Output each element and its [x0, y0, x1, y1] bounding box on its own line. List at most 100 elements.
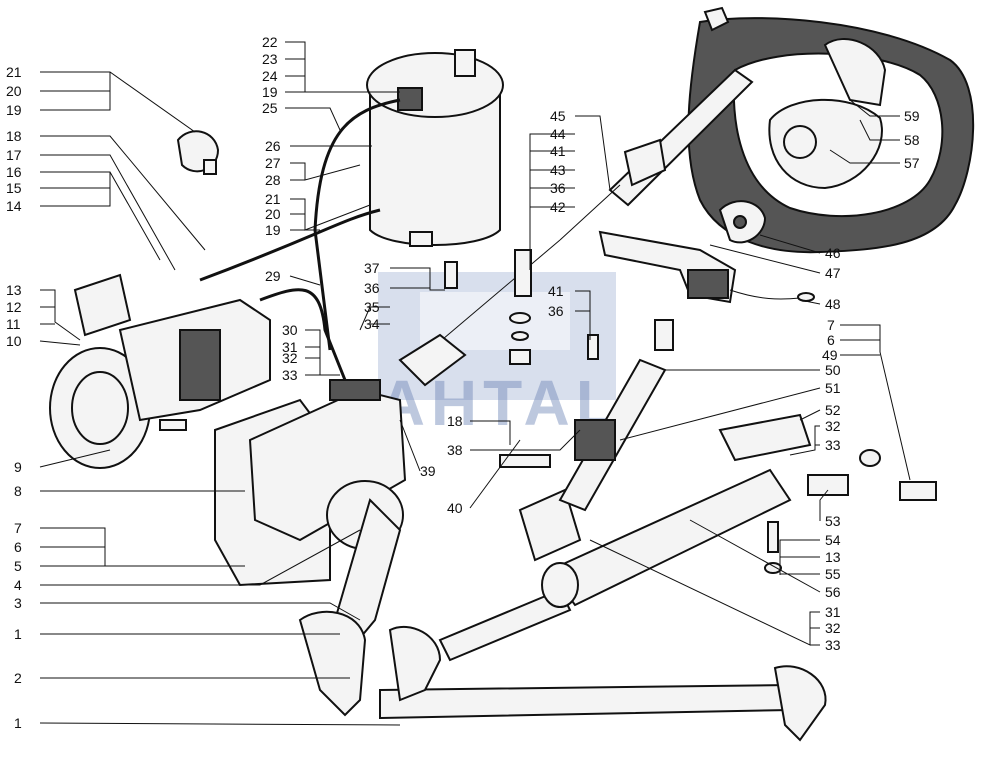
- callout-5: 5: [14, 558, 22, 574]
- nut-6: [859, 449, 881, 467]
- callout-16: 16: [6, 164, 22, 180]
- steering-wheel-hub: [768, 98, 883, 190]
- callout-27: 27: [265, 155, 281, 171]
- callout-36-top: 36: [550, 180, 566, 196]
- steering-wheel-center: [783, 125, 817, 159]
- shaft-spline: [654, 319, 674, 351]
- callout-10: 10: [6, 333, 22, 349]
- callout-55: 55: [825, 566, 841, 582]
- hose-return: [313, 98, 401, 351]
- steering-shaft-lower-line: [429, 239, 561, 351]
- power-cylinder: [518, 413, 812, 608]
- bolt-49: [899, 481, 937, 501]
- hose-pressure: [259, 288, 347, 381]
- tie-rod-right-end: [773, 665, 827, 742]
- callout-26: 26: [265, 138, 281, 154]
- callout-28: 28: [265, 172, 281, 188]
- callout-39: 39: [420, 463, 436, 479]
- callout-8: 8: [14, 483, 22, 499]
- callout-22: 22: [262, 34, 278, 50]
- callout-52: 52: [825, 402, 841, 418]
- callout-32-right: 32: [825, 418, 841, 434]
- steering-wheel-tab: [703, 6, 730, 32]
- callout-19-mid: 19: [265, 222, 281, 238]
- callout-24: 24: [262, 68, 278, 84]
- callout-35: 35: [364, 299, 380, 315]
- bolt-stack-center: [444, 249, 599, 468]
- callout-20: 20: [6, 83, 22, 99]
- reservoir-tank: [366, 49, 504, 247]
- hoses: [199, 98, 401, 381]
- callout-20-mid: 20: [265, 206, 281, 222]
- steering-wheel: [687, 6, 975, 254]
- callout-13: 13: [6, 282, 22, 298]
- callout-1-lower: 1: [14, 715, 22, 731]
- callout-11: 11: [6, 316, 21, 332]
- nut-42: [509, 349, 531, 365]
- callout-40: 40: [447, 500, 463, 516]
- callout-59: 59: [904, 108, 920, 124]
- power-steering-pump: [49, 273, 271, 469]
- callout-34: 34: [364, 316, 380, 332]
- callout-21: 21: [6, 64, 22, 80]
- callout-46: 46: [825, 245, 841, 261]
- callout-56: 56: [825, 584, 841, 600]
- hose-supply: [199, 208, 381, 282]
- callout-50: 50: [825, 362, 841, 378]
- callout-49: 49: [822, 347, 838, 363]
- pump-pulley-inner: [71, 371, 129, 445]
- tie-rod-tube: [379, 683, 791, 720]
- callout-12: 12: [6, 299, 22, 315]
- horn-switch: [598, 200, 815, 304]
- reservoir-fitting: [397, 87, 423, 111]
- steering-gear: [214, 379, 407, 652]
- universal-joint: [518, 488, 582, 562]
- pump-bolt: [159, 419, 187, 431]
- washer-43: [509, 312, 531, 324]
- callout-13-right: 13: [825, 549, 841, 565]
- callout-21-mid: 21: [265, 191, 281, 207]
- callout-4: 4: [14, 577, 22, 593]
- callout-6: 6: [14, 539, 22, 555]
- callout-57: 57: [904, 155, 920, 171]
- callout-51: 51: [825, 380, 841, 396]
- callout-14: 14: [6, 198, 22, 214]
- pump-housing-dark: [179, 329, 221, 401]
- steering-shaft-line: [559, 184, 621, 241]
- washer-36: [511, 331, 529, 341]
- callout-19-top: 19: [262, 84, 278, 100]
- callout-36-mid: 36: [548, 303, 564, 319]
- hose-clamp-bolt: [203, 159, 217, 175]
- callout-18: 18: [6, 128, 22, 144]
- bracket-40: [499, 454, 551, 468]
- callout-6-right: 6: [827, 332, 835, 348]
- callout-43: 43: [550, 162, 566, 178]
- steering-wheel-spoke: [823, 38, 887, 107]
- bolt-37: [444, 261, 458, 289]
- bolt-54: [767, 521, 779, 553]
- callout-30: 30: [282, 322, 298, 338]
- steering-column-clamp: [623, 138, 667, 187]
- hose-clamp: [176, 130, 220, 175]
- cylinder-clevis: [718, 413, 812, 462]
- drag-link-end: [388, 625, 442, 702]
- callout-45: 45: [550, 108, 566, 124]
- upper-u-joint: [398, 333, 467, 387]
- callout-labels: 21 20 19 18 17 16 15 14 13 12 11 10 9 8 …: [6, 34, 920, 731]
- callout-9: 9: [14, 459, 22, 475]
- shaft-coupling: [574, 419, 616, 461]
- reservoir-body: [369, 94, 501, 246]
- reservoir-cap: [454, 49, 476, 77]
- reservoir-lid: [366, 52, 504, 118]
- callout-31-right: 31: [825, 604, 841, 620]
- cylinder-end: [541, 562, 579, 608]
- callout-48: 48: [825, 296, 841, 312]
- lever-block: [687, 269, 729, 299]
- fasteners-right: [764, 449, 937, 574]
- callout-33-bottom: 33: [825, 637, 841, 653]
- callout-3: 3: [14, 595, 22, 611]
- steering-column: [429, 68, 754, 351]
- reservoir-outlet: [409, 231, 433, 247]
- callout-32-left: 32: [282, 350, 298, 366]
